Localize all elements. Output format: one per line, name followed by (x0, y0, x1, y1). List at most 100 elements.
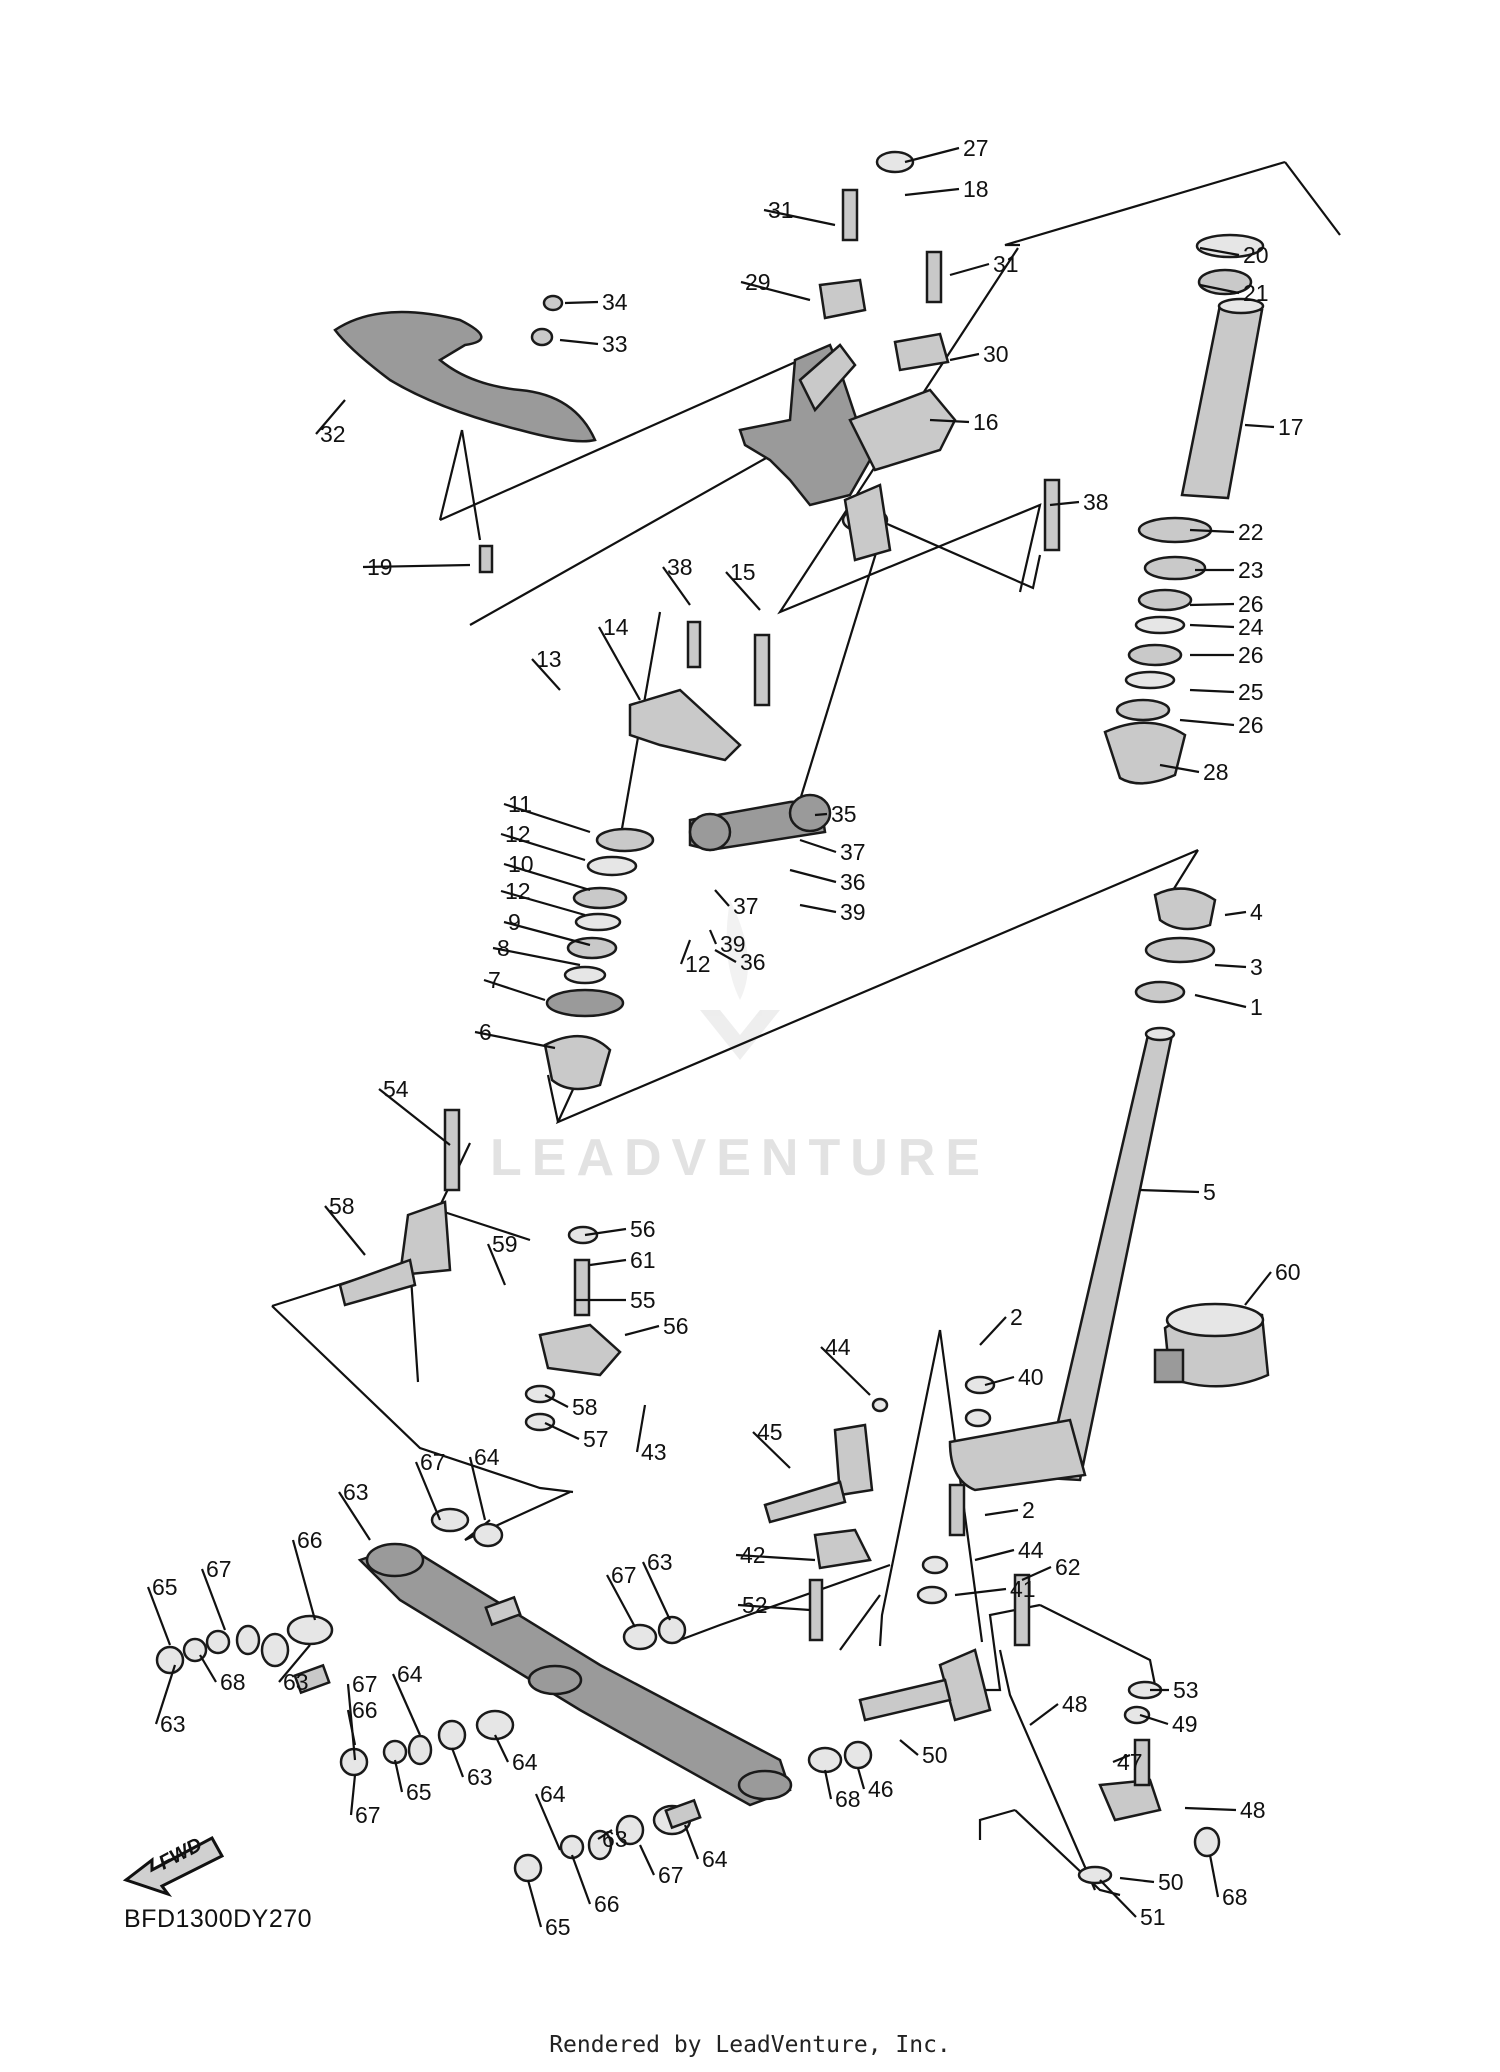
callout-leader-37 (714, 889, 730, 907)
joint-part-55 (538, 1323, 622, 1377)
callout-leader-13 (531, 658, 561, 691)
callout-number-12: 12 (505, 878, 531, 904)
callout-leader-11 (503, 802, 591, 834)
callout-leader-50 (899, 1739, 919, 1756)
callout-number-56: 56 (663, 1313, 689, 1339)
linkage-rod-part (688, 793, 832, 852)
callout-number-48: 48 (1240, 1797, 1266, 1823)
callout-number-65: 65 (545, 1914, 571, 1940)
callout-leader-12 (500, 832, 586, 862)
callout-number-31: 31 (768, 197, 794, 223)
callout-number-52: 52 (742, 1592, 768, 1618)
callout-leader-24 (1189, 623, 1235, 629)
callout-leader-46 (856, 1767, 866, 1790)
callout-number-68: 68 (835, 1786, 861, 1812)
callout-number-24: 24 (1238, 614, 1264, 640)
callout-leader-5 (1139, 1188, 1200, 1194)
callout-leader-7 (483, 978, 546, 1002)
callout-leader-68 (1208, 1854, 1220, 1898)
callout-number-42: 42 (740, 1542, 766, 1568)
callout-number-67: 67 (352, 1671, 378, 1697)
callout-number-26: 26 (1238, 591, 1264, 617)
bracket-cap-part-30 (893, 332, 950, 372)
callout-number-23: 23 (1238, 557, 1264, 583)
callout-leader-19 (362, 563, 471, 569)
callout-number-3: 3 (1250, 954, 1263, 980)
callout-number-63: 63 (647, 1549, 673, 1575)
callout-leader-64 (534, 1793, 562, 1851)
callout-number-39: 39 (840, 899, 866, 925)
callout-number-10: 10 (508, 851, 534, 877)
callout-leader-68 (823, 1769, 833, 1800)
callout-number-61: 61 (630, 1247, 656, 1273)
callout-number-45: 45 (757, 1419, 783, 1445)
callout-number-58: 58 (329, 1193, 355, 1219)
callout-number-66: 66 (297, 1527, 323, 1553)
callout-number-64: 64 (512, 1749, 538, 1775)
callout-leader-41 (954, 1587, 1007, 1597)
callout-leader-38 (1049, 500, 1080, 507)
callout-leader-29 (740, 280, 811, 302)
joint-part-40 (763, 1423, 874, 1524)
callout-number-27: 27 (963, 135, 989, 161)
callout-number-16: 16 (973, 409, 999, 435)
callout-number-63: 63 (467, 1764, 493, 1790)
callout-number-62: 62 (1055, 1554, 1081, 1580)
callout-number-67: 67 (611, 1562, 637, 1588)
callout-leader-20 (1199, 246, 1240, 257)
callout-number-29: 29 (745, 269, 771, 295)
callout-number-18: 18 (963, 176, 989, 202)
callout-number-12: 12 (505, 821, 531, 847)
callout-number-50: 50 (922, 1742, 948, 1768)
callout-number-14: 14 (603, 614, 629, 640)
callout-leader-67 (349, 1774, 357, 1816)
footer-credit: Rendered by LeadVenture, Inc. (549, 2032, 951, 2058)
watermark: LEADVENTURE (490, 1129, 991, 1187)
callout-leader-66 (291, 1539, 317, 1621)
callout-leader-22 (1189, 528, 1235, 534)
callout-leader-31 (763, 208, 836, 227)
callout-number-36: 36 (740, 949, 766, 975)
callout-leader-36 (789, 868, 837, 884)
callout-leader-40 (984, 1375, 1015, 1387)
callout-leader-64 (494, 1734, 509, 1763)
callout-number-67: 67 (420, 1449, 446, 1475)
callout-leader-35 (814, 812, 828, 817)
pitman-arm-part (338, 1200, 452, 1307)
callout-leader-65 (146, 1586, 172, 1646)
callout-leader-26 (1189, 602, 1235, 607)
callout-number-64: 64 (702, 1846, 728, 1872)
callout-number-54: 54 (383, 1076, 409, 1102)
callout-leader-59 (486, 1243, 507, 1286)
callout-number-55: 55 (630, 1287, 656, 1313)
watermark-logo (700, 900, 780, 1060)
callout-leader-56 (624, 1324, 660, 1337)
callout-number-66: 66 (352, 1697, 378, 1723)
callout-number-49: 49 (1172, 1711, 1198, 1737)
callout-leader-64 (468, 1456, 487, 1521)
callout-number-22: 22 (1238, 519, 1264, 545)
callout-leader-67 (639, 1844, 655, 1876)
callout-leader-14 (598, 626, 641, 701)
callout-leader-44 (974, 1548, 1015, 1562)
callout-leader-18 (904, 187, 960, 197)
callout-leader-61 (589, 1258, 627, 1267)
callout-leader-56 (584, 1227, 627, 1237)
callout-number-64: 64 (474, 1444, 500, 1470)
callout-number-68: 68 (220, 1669, 246, 1695)
callout-leader-17 (1244, 423, 1275, 429)
callout-leader-33 (559, 338, 599, 346)
callout-number-65: 65 (152, 1574, 178, 1600)
callout-number-53: 53 (1173, 1677, 1199, 1703)
callout-number-26: 26 (1238, 712, 1264, 738)
bearing-stack-part (543, 233, 1265, 1091)
callout-number-60: 60 (1275, 1259, 1301, 1285)
callout-leader-6 (474, 1030, 556, 1050)
callout-number-37: 37 (733, 893, 759, 919)
callout-number-66: 66 (594, 1891, 620, 1917)
callout-number-51: 51 (1140, 1904, 1166, 1930)
callout-leader-63 (154, 1664, 177, 1725)
callout-leader-37 (799, 838, 837, 854)
